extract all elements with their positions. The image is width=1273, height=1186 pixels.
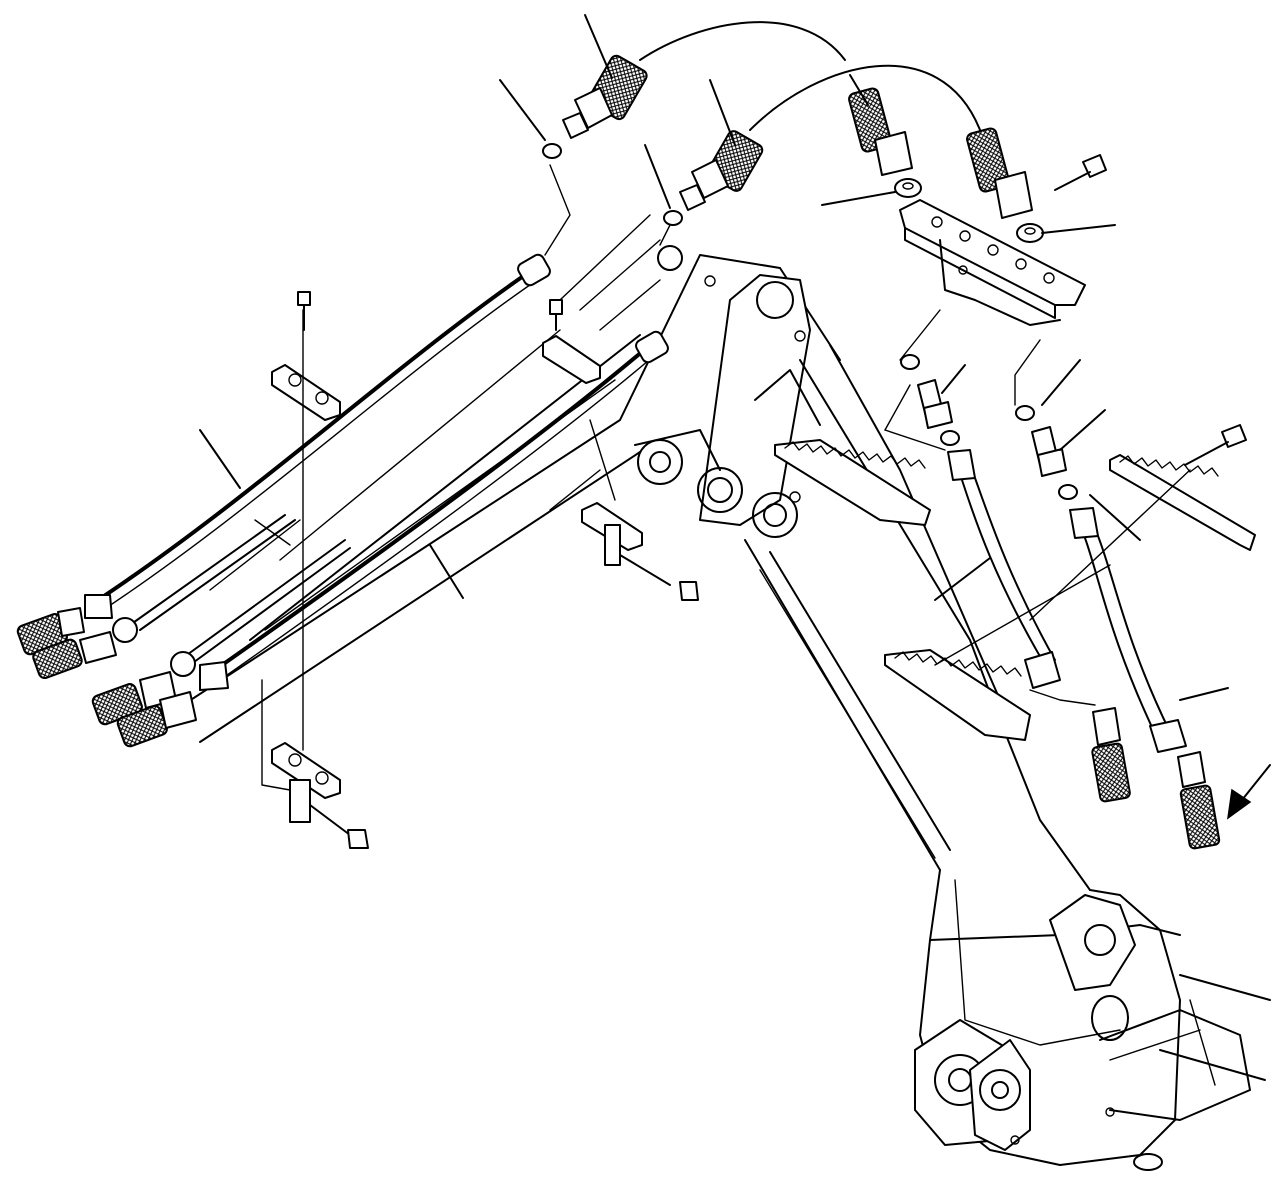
- clamp-left-lower: [261, 679, 369, 849]
- clamp-left-upper: [271, 291, 341, 751]
- bolt-top-right: [1054, 154, 1107, 191]
- mounting-plate: [899, 199, 1086, 326]
- inner-hose-lines: [32, 514, 351, 679]
- hose-assembly-left: [16, 253, 551, 656]
- washer-left-bracket: [894, 178, 922, 198]
- hose-assembly-center: [91, 330, 669, 748]
- boom-arm: [159, 214, 1271, 1171]
- steel-tube-right-2: [1069, 507, 1187, 753]
- clamp-bracket-center: [542, 299, 699, 601]
- reference-lines: [544, 164, 1191, 706]
- hose-coupler-top-left: [562, 54, 648, 139]
- washer-right-bracket: [1016, 223, 1044, 243]
- hose-coupler-top-center: [679, 130, 764, 211]
- o-ring-top-center: [663, 210, 683, 226]
- adapter-right-1: [917, 379, 953, 429]
- o-ring-right-1: [900, 354, 960, 446]
- hose-top-center: [639, 21, 981, 131]
- swivel-fitting-right: [966, 127, 1033, 219]
- o-ring-top-left: [542, 143, 562, 159]
- steel-tube-right-1: [947, 449, 1061, 689]
- boom-step-upper: [774, 439, 931, 526]
- lower-couplers-right: [1091, 707, 1221, 850]
- boom-step-lower: [884, 649, 1031, 741]
- swivel-fitting-left: [848, 87, 913, 176]
- leader-lines: [199, 14, 1229, 701]
- o-ring-right-2: [1015, 405, 1078, 500]
- adapter-right-2: [1031, 426, 1067, 477]
- bolt-right-step: [1184, 424, 1247, 466]
- loose-serrated-step: [1109, 454, 1256, 551]
- direction-arrow: [1227, 764, 1271, 820]
